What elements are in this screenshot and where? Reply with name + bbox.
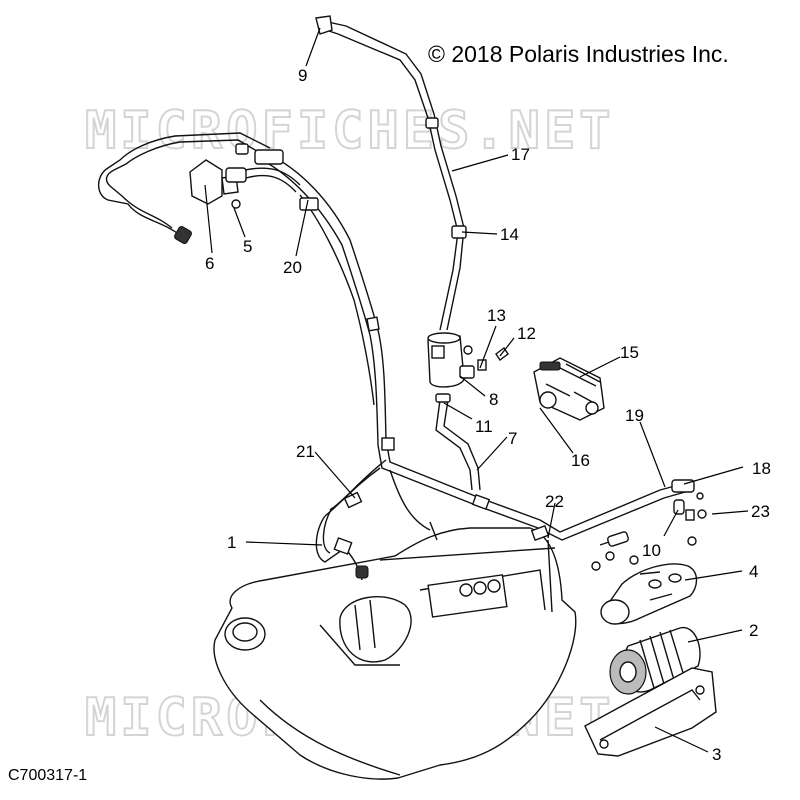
fuel-pump bbox=[609, 627, 701, 695]
callout-19: 19 bbox=[625, 406, 644, 425]
callout-23: 23 bbox=[751, 502, 770, 521]
callout-5: 5 bbox=[243, 237, 252, 256]
callout-11: 11 bbox=[475, 417, 493, 436]
mounting-bracket bbox=[584, 667, 717, 757]
fuel-tank bbox=[213, 521, 577, 780]
callout-21: 21 bbox=[296, 442, 315, 461]
callouts: 1 2 3 4 5 6 7 8 9 10 11 12 13 14 15 16 1… bbox=[205, 66, 771, 764]
fasteners bbox=[591, 492, 707, 571]
callout-22: 22 bbox=[545, 492, 564, 511]
callout-9: 9 bbox=[298, 66, 307, 85]
fuel-pump-module bbox=[533, 357, 605, 421]
watermark-top: MICROFICHES.NET bbox=[85, 101, 615, 161]
filter-line bbox=[315, 15, 509, 491]
copyright-text: © 2018 Polaris Industries Inc. bbox=[428, 41, 729, 67]
callout-17: 17 bbox=[511, 145, 530, 164]
callout-1: 1 bbox=[227, 533, 236, 552]
callout-2: 2 bbox=[749, 621, 758, 640]
callout-16: 16 bbox=[571, 451, 590, 470]
callout-4: 4 bbox=[749, 562, 758, 581]
leader-lines bbox=[204, 27, 749, 753]
heat-shield bbox=[600, 563, 698, 625]
callout-20: 20 bbox=[283, 258, 302, 277]
callout-6: 6 bbox=[205, 254, 214, 273]
callout-8: 8 bbox=[489, 390, 498, 409]
figure-id: C700317-1 bbox=[8, 767, 87, 784]
callout-18: 18 bbox=[752, 459, 771, 478]
vent-fittings bbox=[189, 143, 319, 211]
hose-assembly bbox=[97, 132, 695, 581]
callout-12: 12 bbox=[517, 324, 536, 343]
callout-13: 13 bbox=[487, 306, 506, 325]
callout-7: 7 bbox=[508, 429, 517, 448]
callout-10: 10 bbox=[642, 541, 661, 560]
callout-14: 14 bbox=[500, 225, 519, 244]
callout-15: 15 bbox=[620, 343, 639, 362]
callout-3: 3 bbox=[712, 745, 721, 764]
